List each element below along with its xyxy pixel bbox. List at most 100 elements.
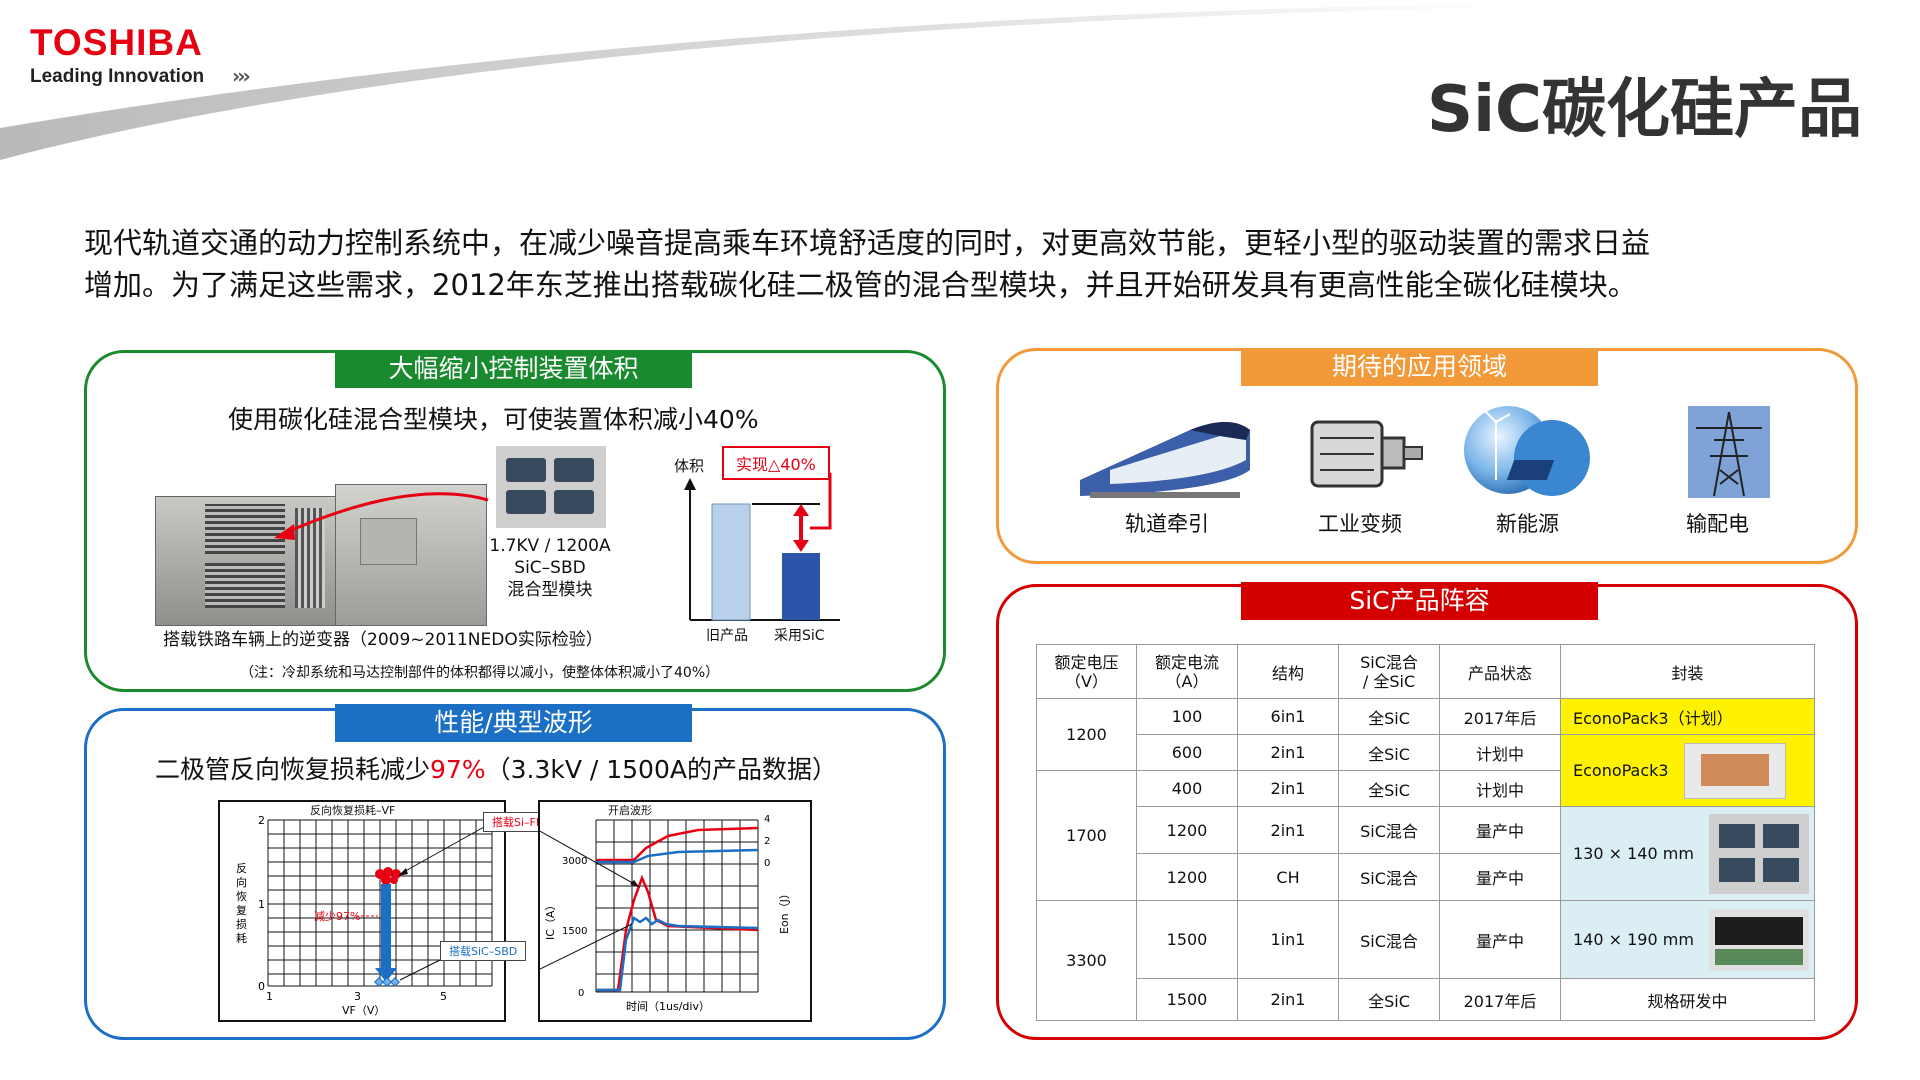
recovery-y-tick-1: 1 (258, 898, 265, 911)
renewable-icon (1464, 406, 1590, 496)
motor-icon (1310, 420, 1423, 488)
recovery-chart-title: 反向恢复损耗–VF (310, 803, 395, 817)
chevron-icon: ››› (232, 64, 251, 88)
volume-callout: 实现△40% (722, 446, 830, 480)
waveform-y-tick-1500: 1500 (562, 926, 587, 937)
structure-cell: 2in1 (1237, 978, 1339, 1021)
logo-tagline: Leading Innovation (30, 66, 205, 87)
label-sic-sbd: 搭载SiC–SBD (440, 941, 527, 961)
package-cell: EconoPack3 (1560, 734, 1815, 807)
lineup-panel-title: SiC产品阵容 (1241, 582, 1598, 620)
package-cell: EconoPack3（计划） (1560, 698, 1815, 735)
sic-module-photo (496, 446, 606, 528)
sbd-points (374, 977, 400, 987)
table-row: 1200 100 6in1 全SiC 2017年后 EconoPack3（计划） (1036, 698, 1815, 771)
table-row: 600 2in1 全SiC 计划中 EconoPack3 (1037, 734, 1815, 807)
package-label: 130 × 140 mm (1573, 844, 1694, 863)
reduction-arrow (381, 884, 391, 972)
train-icon (1080, 422, 1250, 498)
type-cell: SiC混合 (1338, 806, 1440, 854)
waveform-y2label: Eon（J） (778, 888, 791, 934)
bar-old-product (711, 503, 751, 621)
intro-line-2: 增加。为了满足这些需求，2012年东芝推出搭载碳化硅二极管的混合型模块，并且开始… (84, 268, 1637, 302)
waveform-y2-tick-2: 2 (764, 836, 770, 847)
type-cell: SiC混合 (1338, 853, 1440, 901)
status-cell: 2017年后 (1439, 698, 1561, 735)
application-item-industrial: 工业变频 (1300, 400, 1430, 540)
volume-bar-chart: 体积 旧产品 采用SiC (674, 457, 840, 644)
performance-subtitle-highlight: 97% (430, 755, 486, 784)
module-caption-line-2: SiC–SBD (514, 558, 586, 578)
module-caption-line-1: 1.7KV / 1200A (489, 536, 611, 556)
package-label: EconoPack3 (1573, 761, 1669, 780)
waveform-y2-tick-4: 4 (764, 814, 770, 825)
header-package: 封装 (1560, 644, 1815, 699)
status-cell: 计划中 (1439, 770, 1561, 807)
recovery-ylabel: 反 向 恢 复 损 耗 (236, 862, 247, 945)
application-label-renewable: 新能源 (1496, 512, 1559, 536)
ic-blue-curve (596, 916, 759, 992)
current-cell: 1500 (1136, 978, 1238, 1021)
performance-subtitle-prefix: 二极管反向恢复损耗减少 (155, 755, 431, 784)
performance-subtitle-suffix: （3.3kV / 1500A的产品数据） (485, 755, 837, 784)
waveform-ylabel: IC（A） (544, 900, 557, 940)
arrow-module-to-inverter (274, 492, 489, 540)
volume-chart-x-old: 旧产品 (706, 628, 748, 644)
recovery-x-tick-5: 5 (440, 990, 447, 1003)
waveform-y-tick-0: 0 (578, 988, 584, 999)
intro-paragraph: 现代轨道交通的动力控制系统中，在减少噪音提高乘车环境舒适度的同时，对更高效节能，… (84, 222, 1864, 306)
volume-panel-title: 大幅缩小控制装置体积 (335, 350, 692, 388)
module-caption: 1.7KV / 1200A SiC–SBD 混合型模块 (480, 535, 620, 601)
structure-cell: 1in1 (1237, 900, 1339, 979)
voltage-cell: 3300 (1036, 900, 1137, 1021)
recovery-x-tick-3: 3 (354, 990, 361, 1003)
voltage-cell: 1700 (1036, 770, 1137, 901)
package-cell: 规格研发中 (1560, 978, 1815, 1021)
volume-chart-x-sic: 采用SiC (774, 628, 825, 644)
svg-text:反: 反 (236, 862, 247, 875)
inverter-caption: 搭载铁路车辆上的逆变器（2009~2011NEDO实际检验） (163, 630, 603, 650)
eon-red-curve (596, 826, 759, 862)
table-row: 1500 2in1 全SiC 2017年后 规格研发中 (1037, 978, 1815, 1021)
status-cell: 量产中 (1439, 853, 1561, 901)
bar-with-sic (782, 553, 820, 620)
table-row: 1200 2in1 SiC混合 量产中 130 × 140 mm (1037, 806, 1815, 901)
application-label-power: 输配电 (1686, 512, 1749, 536)
performance-panel-title: 性能/典型波形 (335, 704, 692, 742)
table-header-row: 额定电压 （V） 额定电流 （A） 结构 SiC混合 / 全SiC 产品状态 封… (1036, 644, 1815, 699)
header-voltage: 额定电压 （V） (1036, 644, 1137, 699)
inverter-photo (155, 478, 490, 628)
type-cell: 全SiC (1338, 978, 1440, 1021)
volume-subtitle: 使用碳化硅混合型模块，可使装置体积减小40% (228, 405, 759, 434)
recovery-xlabel: VF（V） (342, 1004, 385, 1017)
type-cell: 全SiC (1338, 734, 1440, 771)
module-caption-line-3: 混合型模块 (507, 580, 593, 600)
svg-text:损: 损 (236, 917, 247, 931)
header-current: 额定电流 （A） (1136, 644, 1238, 699)
structure-cell: 2in1 (1237, 770, 1339, 807)
recovery-loss-chart: 反向恢复损耗–VF 2 1 0 1 3 5 VF（V） 反 向 恢 复 损 耗 … (218, 800, 506, 1022)
structure-cell: 6in1 (1237, 698, 1339, 735)
recovery-y-tick-0: 0 (258, 980, 265, 993)
type-cell: 全SiC (1338, 698, 1440, 735)
volume-note: （注：冷却系统和马达控制部件的体积都得以减小，使整体体积减小了40%） (240, 665, 720, 681)
voltage-cell: 1200 (1036, 698, 1137, 771)
type-cell: 全SiC (1338, 770, 1440, 807)
structure-cell: 2in1 (1237, 806, 1339, 854)
econopack-photo (1683, 742, 1786, 799)
header-status: 产品状态 (1439, 644, 1561, 699)
module-130x140-photo (1709, 813, 1810, 894)
package-label: EconoPack3（计划） (1573, 708, 1733, 728)
header-type: SiC混合 / 全SiC (1338, 644, 1440, 699)
frd-points (375, 867, 401, 885)
current-cell: 100 (1136, 698, 1238, 735)
waveform-xlabel: 时间（1us/div） (626, 1000, 710, 1013)
svg-text:复: 复 (236, 903, 247, 917)
application-item-rail: 轨道牵引 (1070, 400, 1260, 540)
current-cell: 1200 (1136, 853, 1238, 901)
current-cell: 1200 (1136, 806, 1238, 854)
structure-cell: 2in1 (1237, 734, 1339, 771)
status-cell: 量产中 (1439, 806, 1561, 854)
page-title: SiC碳化硅产品 (1427, 73, 1862, 147)
intro-line-1: 现代轨道交通的动力控制系统中，在减少噪音提高乘车环境舒适度的同时，对更高效节能，… (84, 226, 1651, 260)
